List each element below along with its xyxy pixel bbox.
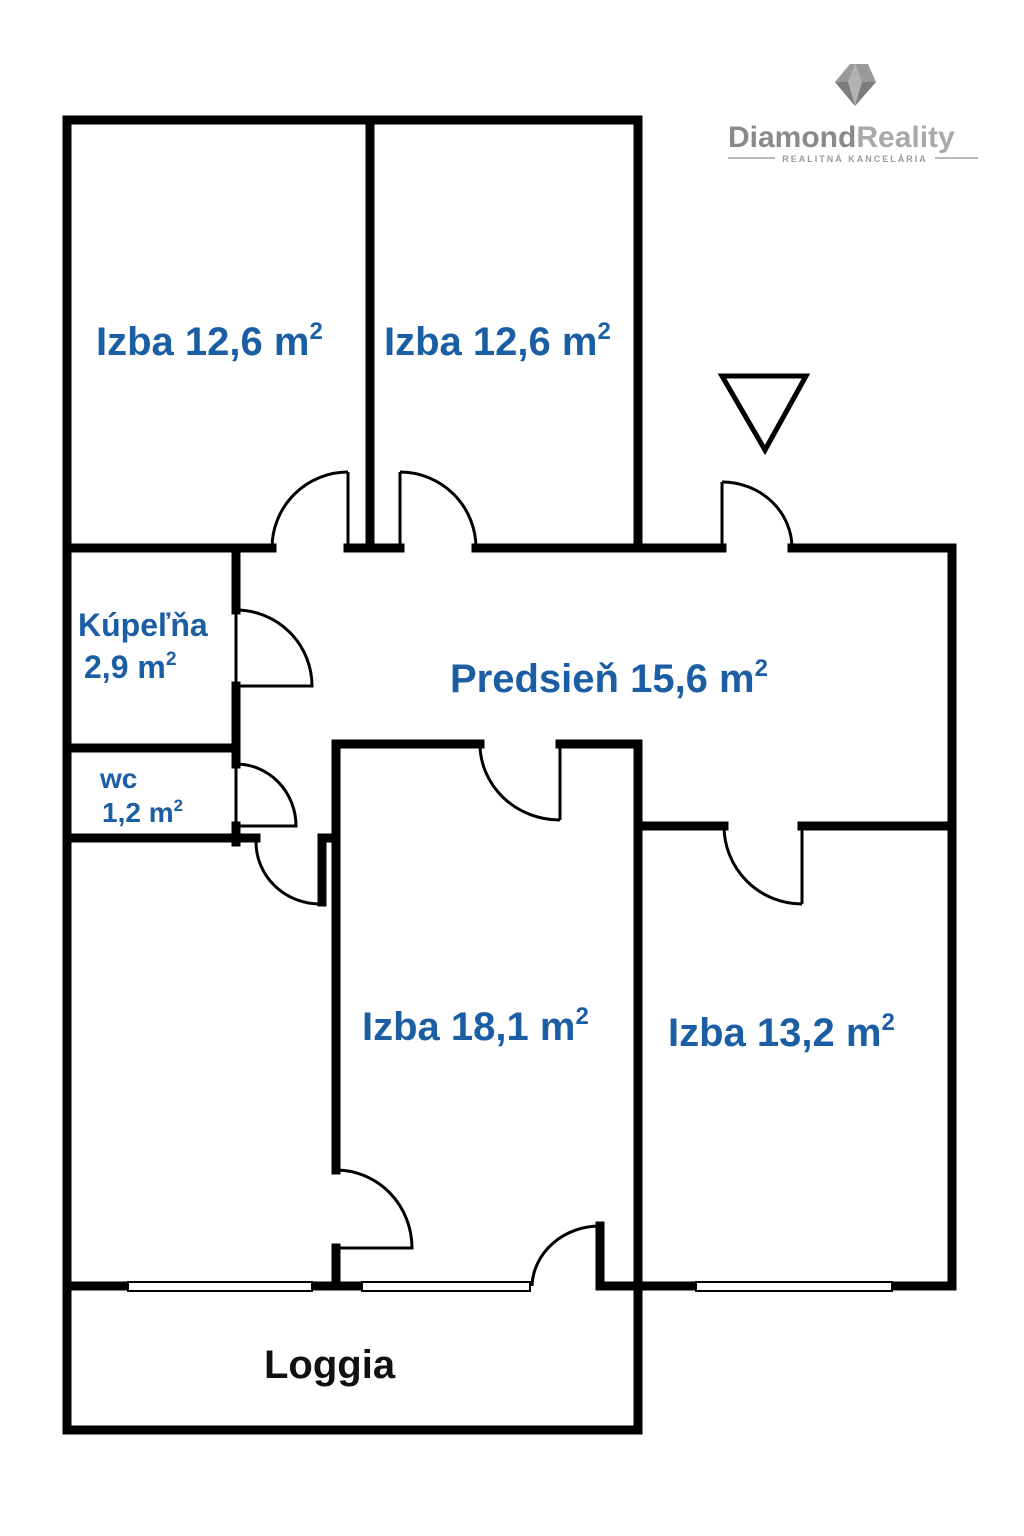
label-predsien: Predsieň 15,6 m2	[450, 655, 768, 701]
label-izba-center: Izba 18,1 m2	[362, 1003, 589, 1049]
window-center-room	[361, 1281, 531, 1292]
label-izba-right: Izba 13,2 m2	[668, 1009, 895, 1055]
door-izba-top-left	[270, 470, 350, 549]
door-izba-top-right	[398, 470, 478, 549]
door-entrance	[720, 480, 794, 549]
diamond-reality-logo: DiamondReality REALITNÁ KANCELÁRIA	[728, 64, 978, 164]
label-wc-area: 1,2 m2	[102, 796, 183, 828]
door-center-left	[335, 1168, 414, 1250]
label-izba-top-right: Izba 12,6 m2	[384, 318, 611, 364]
walls	[62, 115, 957, 1435]
door-kupelna	[234, 608, 314, 688]
window-left-room	[127, 1281, 313, 1292]
door-balcony	[530, 1224, 601, 1287]
window-right-room	[695, 1281, 893, 1292]
logo-tagline: REALITNÁ KANCELÁRIA	[782, 154, 928, 164]
room-labels: Izba 12,6 m2 Izba 12,6 m2 Kúpeľňa 2,9 m2…	[78, 318, 895, 1387]
diamond-icon	[835, 64, 876, 106]
windows	[127, 1281, 893, 1292]
door-izba-center	[478, 743, 562, 822]
door-wc	[234, 762, 298, 828]
entrance-triangle-icon	[717, 373, 811, 456]
logo-brand: DiamondReality	[728, 121, 955, 154]
label-kupelna-name: Kúpeľňa	[78, 607, 208, 643]
label-loggia: Loggia	[264, 1343, 396, 1387]
label-wc-name: wc	[99, 763, 137, 794]
label-kupelna-area: 2,9 m2	[84, 649, 177, 685]
doors	[234, 470, 804, 1287]
label-izba-top-left: Izba 12,6 m2	[96, 318, 323, 364]
door-izba-right	[722, 825, 804, 906]
door-left-room	[254, 838, 321, 906]
